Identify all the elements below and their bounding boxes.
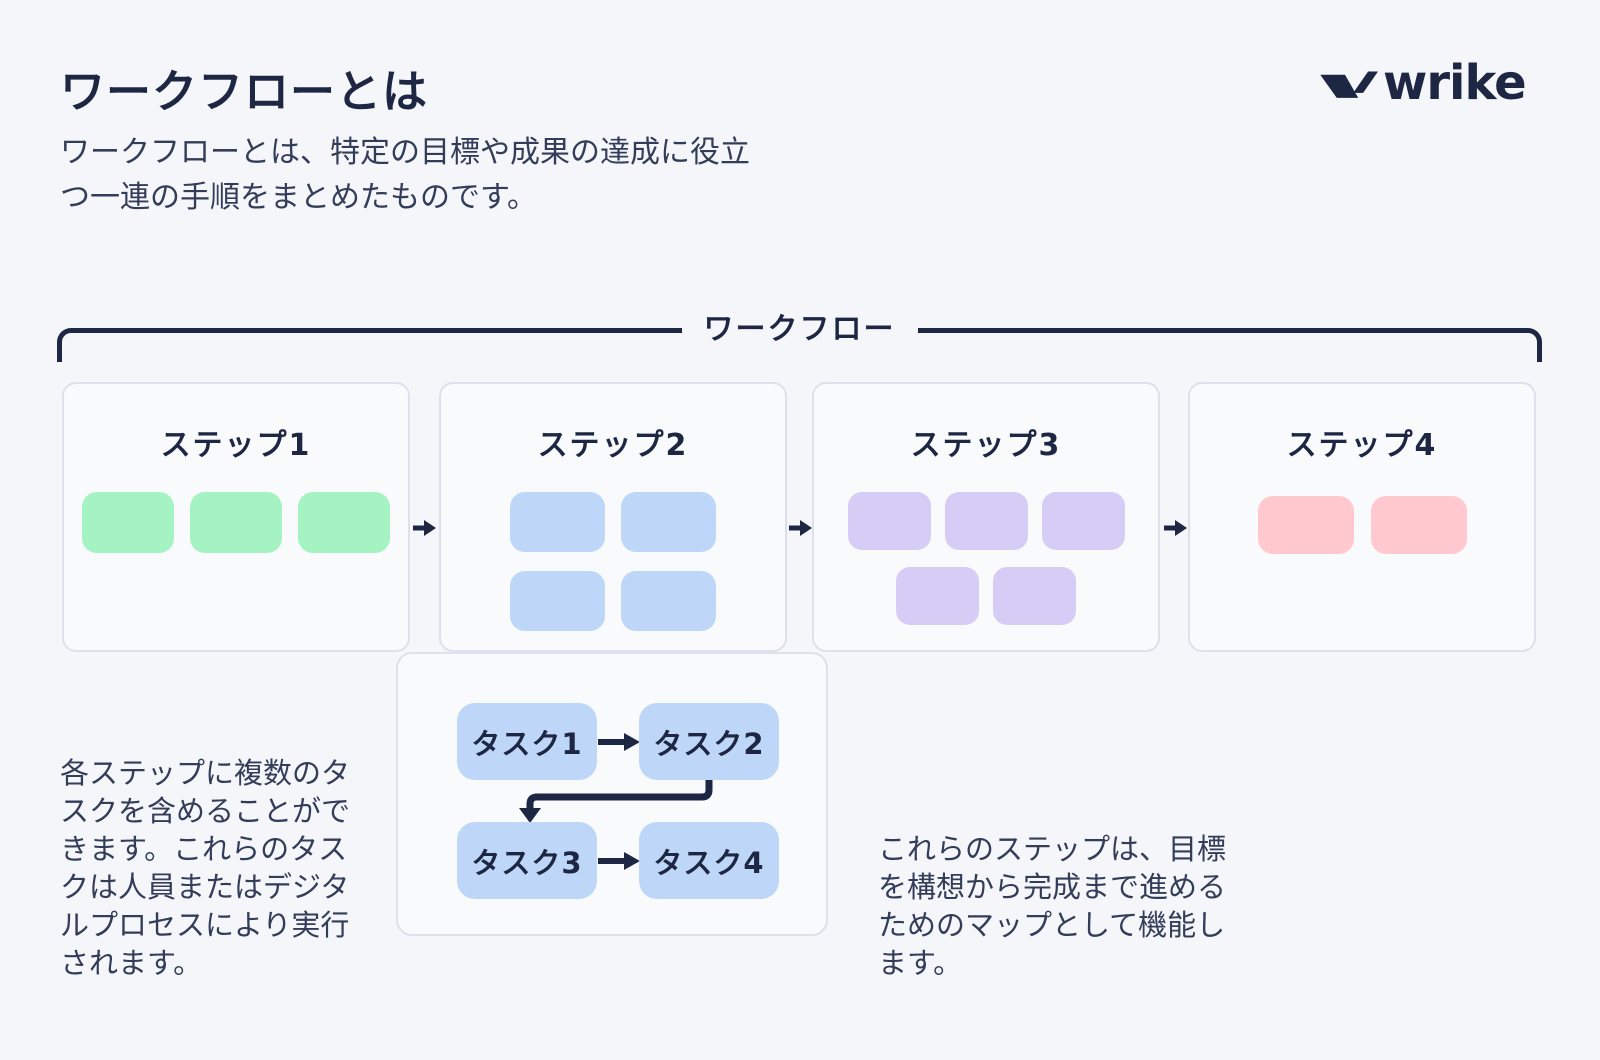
step-card-1: ステップ1 — [62, 382, 410, 652]
task-elbow-arrow-icon — [519, 780, 713, 823]
task-box-1: タスク1 — [457, 703, 597, 780]
step-card-2: ステップ2 — [439, 382, 787, 652]
step-tiles-1 — [64, 492, 408, 553]
step-tiles-3 — [814, 492, 1158, 625]
step-title-2: ステップ2 — [537, 428, 689, 463]
step-task-tile — [896, 567, 979, 625]
step-title-3: ステップ3 — [910, 428, 1062, 463]
step-task-tile — [510, 492, 605, 552]
wrike-wordmark: wrike — [1383, 55, 1527, 111]
step-title-4: ステップ4 — [1286, 428, 1438, 463]
flow-arrow-icon — [1164, 520, 1187, 536]
task-arrow-icon — [598, 852, 640, 870]
bracket-line-right — [917, 328, 1526, 333]
step-task-tile — [621, 571, 716, 631]
task-box-4: タスク4 — [639, 822, 779, 899]
workflow-bracket: ワークフロー — [57, 312, 1542, 366]
task-detail-panel: タスク1 タスク2 タスク3 タスク4 — [396, 652, 828, 936]
step-task-tile — [1370, 496, 1467, 554]
task-arrow-icon — [598, 733, 640, 751]
page-subtitle: ワークフローとは、特定の目標や成果の達成に役立 つ一連の手順をまとめたものです。 — [60, 135, 750, 215]
bracket-label: ワークフロー — [703, 312, 896, 347]
step-task-tile — [190, 492, 282, 553]
step-tiles-4 — [1190, 496, 1534, 554]
step-task-tile — [944, 492, 1028, 550]
flow-arrow-icon — [789, 520, 812, 536]
step-task-tile — [82, 492, 174, 553]
task-box-3: タスク3 — [457, 822, 597, 899]
step-task-tile — [298, 492, 390, 553]
step-task-tile — [621, 492, 716, 552]
step-card-4: ステップ4 — [1188, 382, 1536, 652]
step-tiles-2 — [441, 492, 785, 631]
step-task-tile — [1041, 492, 1125, 550]
bracket-line-left — [73, 328, 682, 333]
step-title-1: ステップ1 — [160, 428, 312, 463]
note-left: 各ステップに複数のタ スクを含めることがで きます。これらのタス クは人員または… — [60, 756, 351, 980]
step-task-tile — [510, 571, 605, 631]
bracket-right-cap — [1526, 328, 1542, 362]
step-task-tile — [1257, 496, 1354, 554]
wrike-logo: wrike — [1312, 55, 1527, 111]
note-right: これらのステップは、目標 を構想から完成まで進める ためのマップとして機能し ま… — [878, 832, 1227, 980]
bracket-left-cap — [57, 328, 73, 362]
task-box-2: タスク2 — [639, 703, 779, 780]
step-task-tile — [847, 492, 931, 550]
page-title: ワークフローとは — [60, 65, 429, 118]
step-task-tile — [993, 567, 1076, 625]
flow-arrow-icon — [413, 520, 436, 536]
wrike-check-icon — [1320, 71, 1378, 98]
step-card-3: ステップ3 — [812, 382, 1160, 652]
